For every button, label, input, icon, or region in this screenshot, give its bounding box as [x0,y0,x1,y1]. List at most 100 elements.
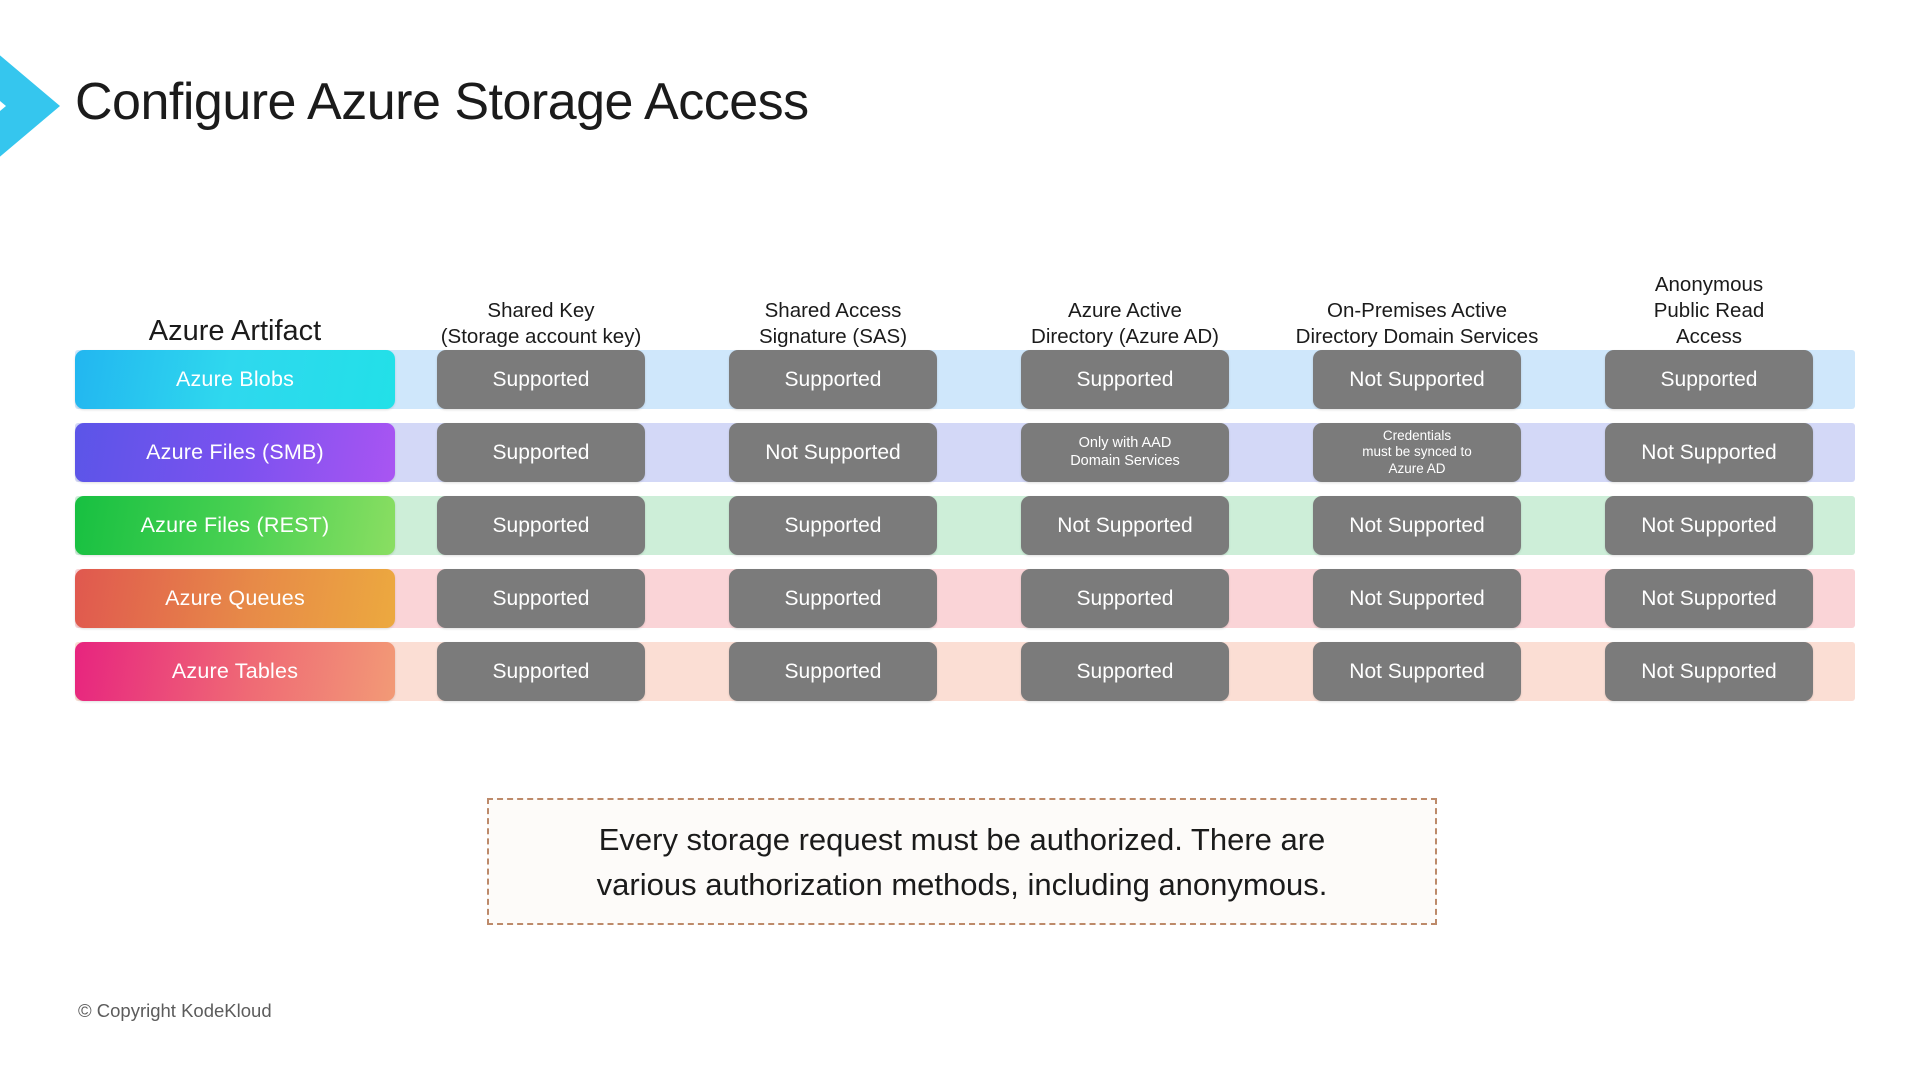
column-header-line: Shared Key [487,299,595,322]
table-row: Azure Files (REST) Supported Supported Not … [75,496,1855,555]
support-cell: Supported [395,496,687,555]
column-header-line: Signature (SAS) [758,325,908,348]
row-label-pill: Azure Queues [75,569,395,628]
status-badge-line: Supported [492,659,590,683]
status-badge-line: Not Supported [765,440,901,464]
row-label-cell: Azure Tables [75,642,395,701]
support-cell: Supported [1563,350,1855,409]
support-cell: Supported [395,642,687,701]
status-badge-line: Supported [1076,586,1174,610]
status-badge: Not Supported [1313,496,1521,555]
status-badge-line: Domain Services [1070,452,1180,469]
row-label-cell: Azure Blobs [75,350,395,409]
status-badge-line: Supported [784,586,882,610]
column-header-line: Access [1675,325,1743,348]
column-header-line: Anonymous [1654,273,1764,296]
table-row: Azure Blobs Supported Supported Supported No… [75,350,1855,409]
support-cell: Supported [687,350,979,409]
row-label-cell: Azure Queues [75,569,395,628]
table-header-row: Azure Artifact Shared Key(Storage account… [75,268,1855,350]
support-matrix-table: Azure Artifact Shared Key(Storage account… [75,268,1855,715]
column-header-shared-key: Shared Key(Storage account key) [395,268,687,350]
status-badge-line: Credentials [1382,427,1452,443]
status-badge: Supported [729,496,937,555]
status-badge: Supported [729,642,937,701]
status-badge: Not Supported [1605,569,1813,628]
status-badge-line: Not Supported [1641,513,1777,537]
column-header-artifact: Azure Artifact [75,268,395,350]
status-badge: Supported [1605,350,1813,409]
support-cell: Supported [979,350,1271,409]
row-label-pill: Azure Files (REST) [75,496,395,555]
status-badge: Supported [729,350,937,409]
status-badge: Supported [437,496,645,555]
status-badge-line: Supported [492,513,590,537]
status-badge-line: Supported [784,513,882,537]
status-badge-line: Supported [1660,367,1758,391]
page-title: Configure Azure Storage Access [75,73,809,131]
support-cell: Supported [395,350,687,409]
support-cell: Supported [395,569,687,628]
table-row: Azure Queues Supported Supported Supported N… [75,569,1855,628]
status-badge-line: Not Supported [1349,513,1485,537]
status-badge-line: Not Supported [1349,586,1485,610]
column-header-line: Directory (Azure AD) [1031,325,1219,348]
status-badge-line: must be synced to [1362,444,1472,460]
support-cell: Supported [979,569,1271,628]
column-header-line: Azure Artifact [148,315,322,347]
support-cell: Supported [687,642,979,701]
status-badge-line: Not Supported [1641,440,1777,464]
status-badge: Supported [437,350,645,409]
status-badge: Supported [1021,642,1229,701]
row-label-cell: Azure Files (REST) [75,496,395,555]
support-cell: Not Supported [1563,569,1855,628]
chevron-right-icon [0,55,60,157]
support-cell: Supported [979,642,1271,701]
support-cell: Not Supported [1271,496,1563,555]
status-badge-line: Not Supported [1349,659,1485,683]
support-cell: Supported [395,423,687,482]
status-badge-line: Supported [492,440,590,464]
row-label-pill: Azure Blobs [75,350,395,409]
callout-line-1: Every storage request must be authorized… [598,821,1326,857]
status-badge-line: Supported [1076,367,1174,391]
support-cell: Supported [687,496,979,555]
status-badge-line: Supported [492,367,590,391]
status-badge-line: Supported [784,659,882,683]
support-cell: Not Supported [1271,642,1563,701]
status-badge-line: Not Supported [1641,586,1777,610]
column-header-line: Shared Access [764,299,902,322]
callout-text: Every storage request must be authorized… [575,817,1350,907]
column-header-line: Azure Active [1068,299,1182,322]
status-badge: Not Supported [1605,642,1813,701]
table-row: Azure Files (SMB) Supported Not Supported O… [75,423,1855,482]
support-cell: Not Supported [1563,496,1855,555]
status-badge: Not Supported [1605,423,1813,482]
status-badge-line: Not Supported [1641,659,1777,683]
status-badge-line: Supported [784,367,882,391]
status-badge: Not Supported [1605,496,1813,555]
status-badge-line: Not Supported [1349,367,1485,391]
support-cell: Not Supported [979,496,1271,555]
support-cell: Not Supported [1563,423,1855,482]
column-header-line: Public Read [1653,299,1765,322]
row-label-cell: Azure Files (SMB) [75,423,395,482]
status-badge-line: Only with AAD [1078,435,1172,451]
column-header-line: On-Premises Active [1327,299,1507,322]
status-badge-line: Azure AD [1388,460,1446,476]
support-cell: Not Supported [1563,642,1855,701]
row-label-pill: Azure Tables [75,642,395,701]
status-badge-line: Supported [492,586,590,610]
status-badge: Supported [1021,350,1229,409]
status-badge: Not Supported [729,423,937,482]
status-badge: Not Supported [1021,496,1229,555]
